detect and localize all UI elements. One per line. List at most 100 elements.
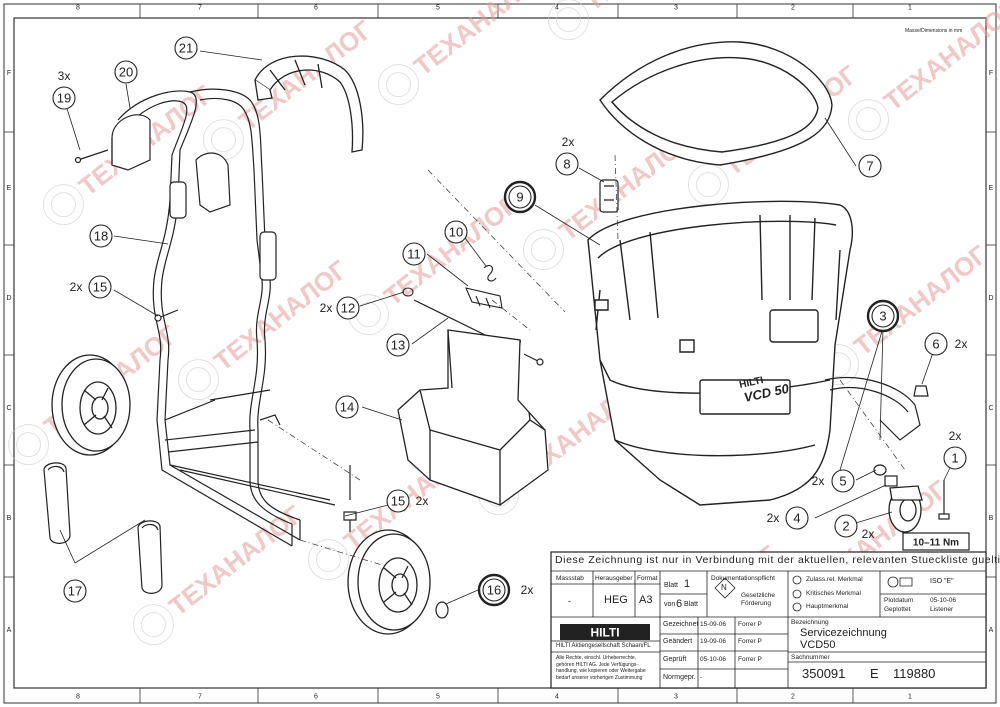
callout-quantity: 3x bbox=[58, 69, 71, 83]
callout-number: 5 bbox=[839, 474, 846, 489]
callout-number: 3 bbox=[879, 309, 886, 324]
grid-column-label: 5 bbox=[436, 694, 440, 701]
von-label: von bbox=[664, 601, 676, 608]
grid-row-label: E bbox=[989, 185, 994, 192]
callout-part-11: 11 bbox=[402, 242, 426, 266]
approval-label: Gezeichnet bbox=[663, 621, 699, 628]
callout-number: 2 bbox=[842, 519, 849, 534]
von-value: 6 bbox=[676, 598, 683, 610]
massstab-label: Massstab bbox=[556, 575, 584, 582]
callout-part-21: 21 bbox=[174, 36, 198, 60]
callout-number: 15 bbox=[93, 280, 107, 295]
callout-number: 8 bbox=[563, 157, 570, 172]
grid-row-label: C bbox=[988, 405, 993, 412]
grid-column-label: 6 bbox=[314, 5, 318, 12]
wheel-left bbox=[51, 354, 131, 456]
callout-part-6: 6 2x bbox=[924, 332, 968, 356]
callout-part-15: 15 2x bbox=[386, 489, 429, 513]
bolt-1 bbox=[938, 480, 950, 520]
callout-part-1: 1 2x bbox=[943, 429, 967, 470]
callout-quantity: 2x bbox=[949, 429, 962, 443]
callout-number: 19 bbox=[57, 91, 71, 106]
grid-row-label: B bbox=[7, 515, 12, 522]
approval-label: Geändert bbox=[663, 638, 693, 645]
callout-number: 20 bbox=[119, 65, 133, 80]
screw-19 bbox=[74, 149, 109, 164]
grid-column-label: 5 bbox=[436, 5, 440, 12]
approval-date: - bbox=[700, 674, 703, 681]
sachnummer-label: Sachnummer bbox=[791, 654, 830, 661]
callout-part-17: 17 bbox=[63, 579, 87, 603]
blatt-value: 1 bbox=[684, 578, 691, 590]
doku-label: Dokumentationspflicht bbox=[711, 575, 775, 582]
callout-number: 13 bbox=[391, 338, 405, 353]
callout-quantity: 2x bbox=[562, 135, 575, 149]
assembly-lines bbox=[267, 154, 906, 566]
bezeichnung-label: Bezeichnung bbox=[791, 619, 829, 626]
spring-10 bbox=[483, 265, 497, 282]
approval-name: Forrer P bbox=[738, 638, 762, 645]
dimensions-note: Masse/Dimensions in mm bbox=[905, 28, 962, 34]
iso-label: ISO "E" bbox=[930, 578, 954, 585]
cap-6 bbox=[913, 385, 929, 397]
callout-quantity: 2x bbox=[862, 527, 875, 541]
format-value: A3 bbox=[639, 594, 653, 606]
grid-row-label: D bbox=[6, 295, 11, 302]
herausgeber-value: HEG bbox=[604, 594, 628, 606]
callout-part-20: 20 bbox=[114, 60, 138, 84]
approval-label: Normgepr. bbox=[663, 674, 696, 681]
callout-quantity: 2x bbox=[955, 337, 968, 351]
herausgeber-label: Herausgeber bbox=[595, 575, 633, 582]
drawing-title-2: VCD50 bbox=[800, 639, 836, 651]
callout-part-5: 5 2x bbox=[812, 469, 855, 493]
callout-number: 9 bbox=[516, 190, 523, 205]
grid-column-label: 7 bbox=[198, 694, 202, 701]
approval-name: Forrer P bbox=[738, 621, 762, 628]
grid-column-label: 6 bbox=[314, 694, 318, 701]
callout-number: 18 bbox=[94, 229, 108, 244]
grid-row-label: D bbox=[988, 295, 993, 302]
o-ring-16 bbox=[435, 601, 449, 619]
callout-number: 12 bbox=[341, 301, 355, 316]
plotdatum-label: Plotdatum bbox=[884, 597, 914, 604]
callout-number: 10 bbox=[449, 225, 463, 240]
grid-column-label: 2 bbox=[791, 5, 795, 12]
approval-date: 05-10-06 bbox=[700, 656, 727, 663]
grid-row-label: F bbox=[989, 70, 993, 77]
grid-column-label: 2 bbox=[791, 694, 795, 701]
torque-box bbox=[902, 532, 970, 551]
callout-number: 16 bbox=[487, 583, 501, 598]
screw-15-upper bbox=[154, 309, 179, 322]
grid-column-label: 1 bbox=[908, 5, 912, 12]
callout-part-13: 13 bbox=[386, 333, 410, 357]
grid-row-label: C bbox=[6, 405, 11, 412]
callout-number: 6 bbox=[932, 337, 939, 352]
callout-number: 21 bbox=[179, 41, 193, 56]
callout-part-4: 42x bbox=[767, 506, 809, 530]
leader-lines bbox=[59, 50, 956, 605]
approval-date: 19-09-06 bbox=[700, 638, 727, 645]
callout-quantity: 2x bbox=[416, 494, 429, 508]
grid-column-label: 8 bbox=[76, 694, 80, 701]
doku-symbol: N bbox=[721, 583, 727, 592]
callout-number: 11 bbox=[407, 247, 421, 262]
grid-column-label: 1 bbox=[908, 694, 912, 701]
callout-number: 15 bbox=[391, 494, 405, 509]
von-suffix: Blatt bbox=[684, 601, 699, 608]
callout-number: 4 bbox=[793, 511, 800, 526]
geplottet-value: Listener bbox=[930, 606, 954, 613]
svg-text:HILTI: HILTI bbox=[590, 626, 619, 640]
grid-column-label: 8 bbox=[76, 5, 80, 12]
grid-row-label: A bbox=[989, 627, 994, 634]
doku-text-2: Förderung bbox=[741, 600, 771, 607]
callout-number: 1 bbox=[951, 451, 958, 466]
callout-quantity: 2x bbox=[812, 474, 825, 488]
callout-part-3: 3 bbox=[866, 299, 900, 333]
company-name: HILTI Aktiengesellschaft Schaan/FL bbox=[556, 643, 651, 649]
washer-5 bbox=[873, 464, 887, 476]
grid-column-label: 4 bbox=[555, 694, 559, 701]
